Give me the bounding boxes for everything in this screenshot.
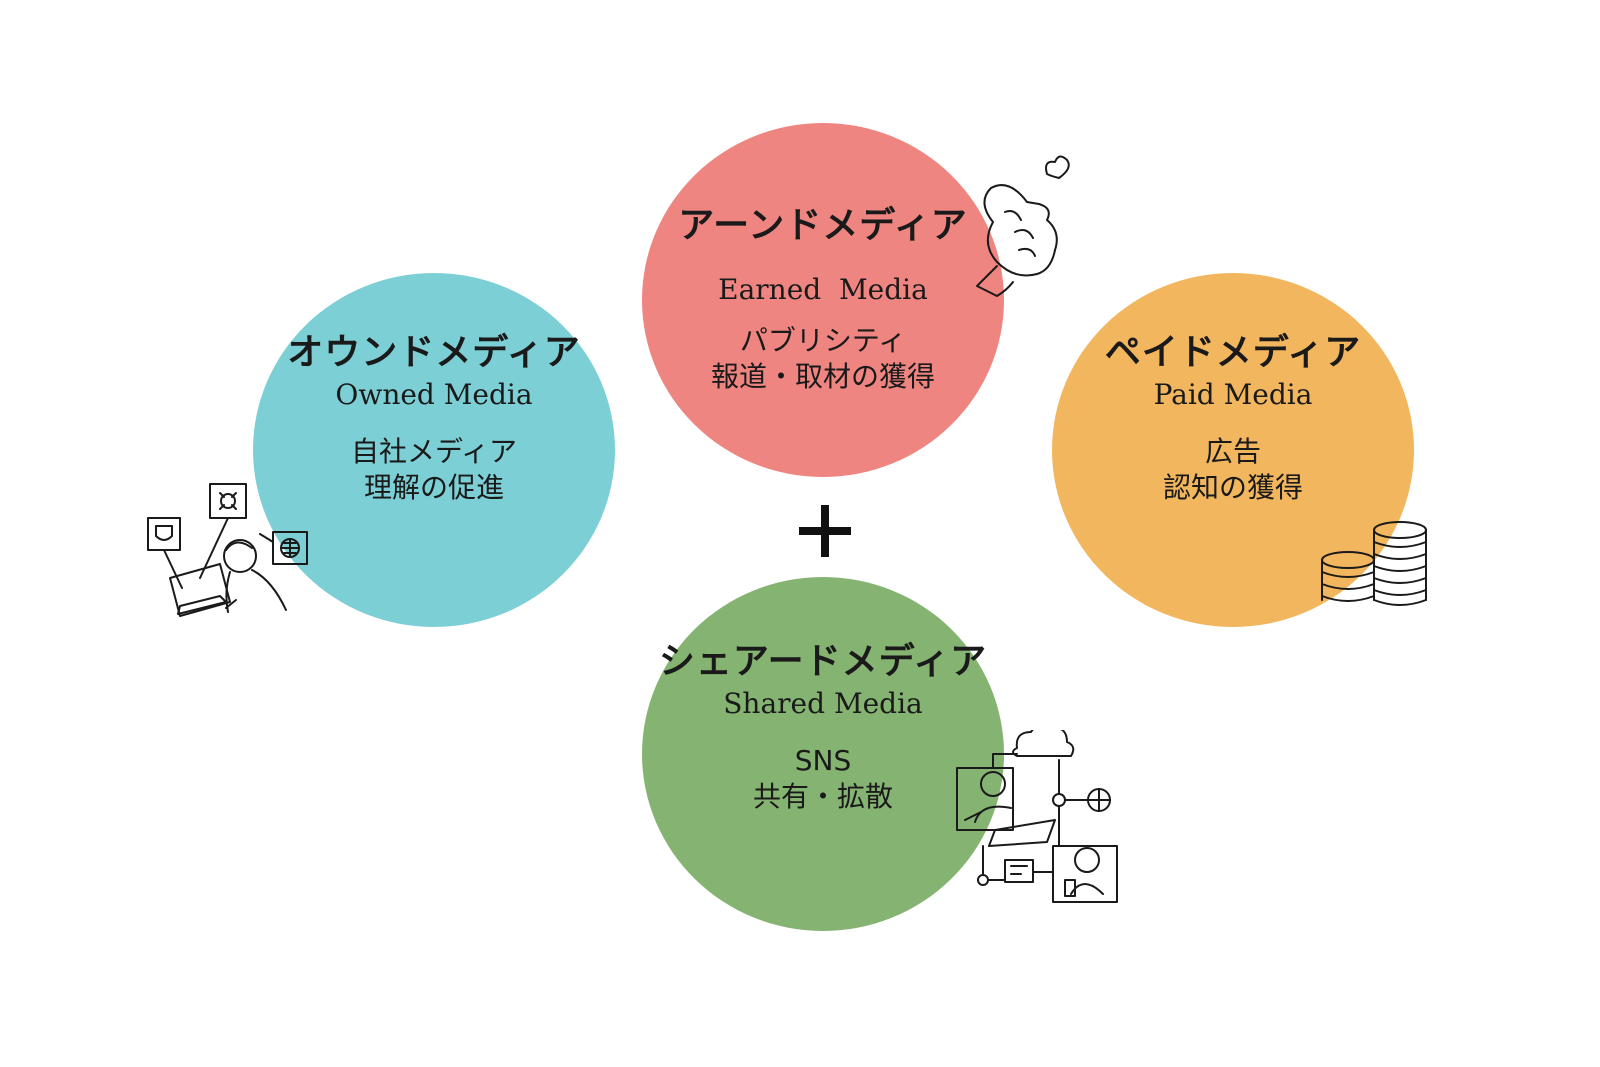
plus-icon — [799, 505, 851, 557]
owned-media-title-ja: オウンドメディア — [287, 332, 581, 374]
coin-stacks-icon — [1320, 520, 1445, 620]
earned-media-description: パブリシティ 報道・取材の獲得 — [711, 323, 935, 396]
shared-media-circle: シェアードメディア Shared Media SNS 共有・拡散 — [642, 577, 1004, 931]
shared-media-desc-line-2: 共有・拡散 — [752, 780, 893, 814]
owned-media-desc-line-2: 理解の促進 — [363, 471, 504, 505]
person-at-laptop-icon — [140, 478, 320, 646]
shared-media-title-en: Shared Media — [723, 686, 923, 720]
shared-media-description: SNS 共有・拡散 — [753, 743, 893, 816]
paid-media-desc-line-1: 広告 — [1204, 434, 1261, 468]
finger-heart-hand-icon — [975, 150, 1095, 305]
owned-media-desc-line-1: 自社メディア — [350, 434, 518, 468]
earned-media-circle: アーンドメディア Earned Media パブリシティ 報道・取材の獲得 — [642, 123, 1004, 477]
paid-media-title-ja: ペイドメディア — [1104, 332, 1362, 374]
earned-media-desc-line-1: パブリシティ — [739, 323, 907, 357]
paid-media-desc-line-2: 認知の獲得 — [1162, 471, 1303, 505]
paid-media-title-en: Paid Media — [1153, 377, 1313, 411]
earned-media-desc-line-2: 報道・取材の獲得 — [710, 360, 935, 394]
owned-media-circle: オウンドメディア Owned Media 自社メディア 理解の促進 — [253, 273, 615, 627]
social-network-icon — [955, 730, 1130, 905]
owned-media-description: 自社メディア 理解の促進 — [351, 434, 517, 507]
earned-media-title-ja: アーンドメディア — [678, 205, 968, 247]
paid-media-description: 広告 認知の獲得 — [1163, 434, 1303, 507]
shared-media-desc-line-1: SNS — [794, 743, 852, 777]
shared-media-title-ja: シェアードメディア — [658, 641, 988, 683]
earned-media-title-en: Earned Media — [718, 272, 928, 306]
owned-media-title-en: Owned Media — [335, 377, 533, 411]
